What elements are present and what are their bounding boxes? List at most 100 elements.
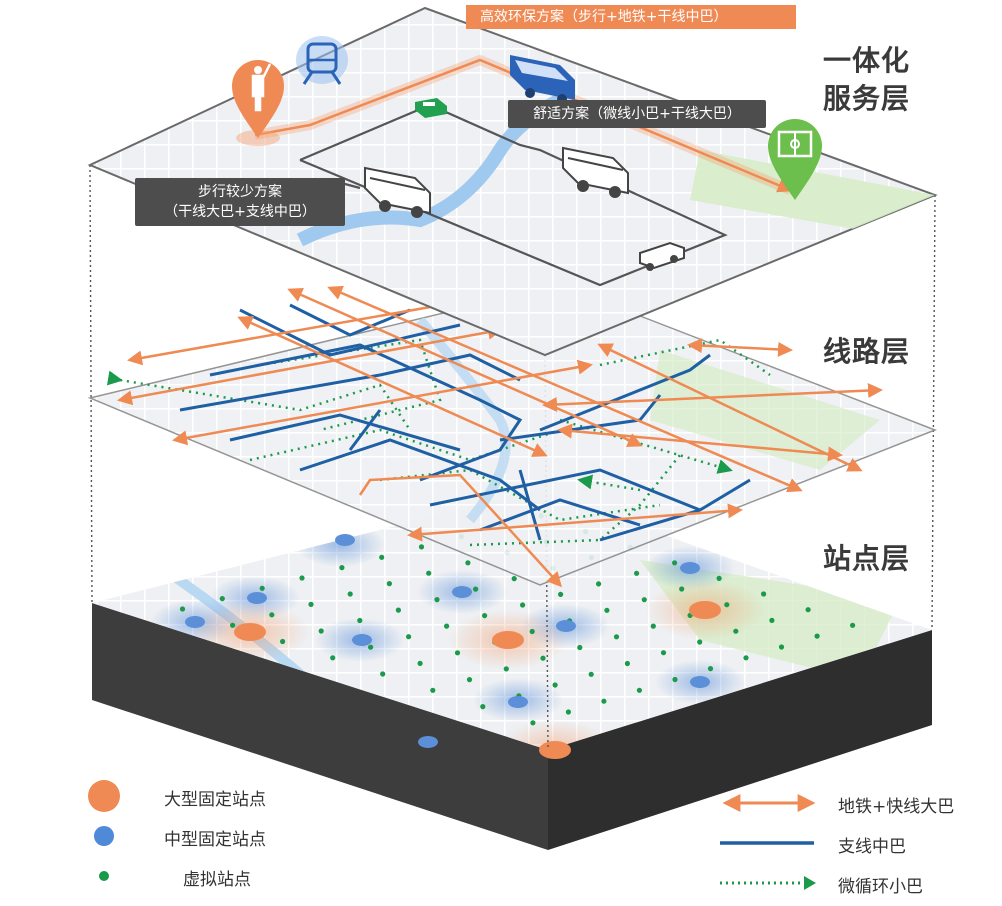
virtual-station-dot: [434, 597, 440, 603]
virtual-station-dot: [724, 602, 730, 608]
virtual-station-dot: [641, 597, 647, 603]
virtual-station-dot: [613, 634, 620, 640]
virtual-station-dot: [230, 622, 236, 628]
virtual-station-dot: [604, 607, 610, 613]
station-layer: [92, 490, 932, 850]
virtual-station-dot: [386, 581, 392, 587]
virtual-station-dot: [707, 666, 714, 672]
virtual-station-dot: [778, 644, 785, 650]
bus-icon: [364, 166, 431, 218]
route-layer-label: 线路层: [823, 335, 911, 368]
virtual-station-dot: [529, 628, 535, 635]
legend-virtual-station: 虚拟站点: [183, 870, 251, 890]
virtual-station-dot: [716, 575, 722, 582]
virtual-station-dot: [761, 591, 767, 597]
legend-virtual-station-marker: [99, 871, 109, 881]
virtual-station-dot: [430, 687, 436, 693]
person-pin-icon: [232, 60, 284, 146]
virtual-station-dot: [259, 585, 265, 591]
virtual-station-dot: [299, 575, 305, 581]
metro-express-routes: [117, 285, 883, 588]
virtual-station-dot: [636, 687, 643, 693]
legend-symbols: [88, 780, 816, 890]
virtual-station-dot: [418, 544, 425, 550]
virtual-station-dot: [368, 644, 374, 650]
route-layer: [87, 284, 938, 588]
virtual-station-dot: [379, 554, 385, 560]
service-layer-label: 一体化 服务层: [823, 44, 911, 115]
legend-medium-station-marker: [94, 826, 114, 846]
virtual-station-dot: [805, 607, 811, 613]
legend-metro-express: 地铁+快线大巴: [838, 797, 955, 817]
large-stations: [234, 601, 721, 759]
legend-medium-station: 中型固定站点: [164, 830, 266, 850]
service-layer: [87, 6, 938, 357]
virtual-station-dot: [577, 644, 583, 651]
virtual-station-dot: [454, 650, 461, 656]
virtual-station-dot: [406, 634, 412, 640]
virtual-station-dot: [558, 591, 564, 598]
station-layer-label: 站点层: [823, 542, 911, 575]
virtual-station-dot: [465, 560, 471, 566]
legend-large-station: 大型固定站点: [164, 790, 266, 810]
virtual-station-dot: [482, 613, 488, 619]
virtual-station-dot: [565, 709, 572, 715]
virtual-station-dot: [308, 601, 314, 608]
virtual-station-dot: [339, 565, 345, 571]
virtual-station-dot: [280, 638, 286, 645]
virtual-station-dot: [733, 628, 739, 634]
virtual-station-dot: [672, 560, 678, 566]
virtual-station-dot: [318, 628, 324, 634]
legend-branch-bus: 支线中巴: [838, 837, 906, 857]
virtual-station-dot: [179, 606, 186, 612]
less-walk-plan-title: 步行较少方案: [198, 184, 282, 200]
virtual-station-dot: [601, 698, 607, 704]
efficient-plan-callout: 高效环保方案（步行+地铁+干线中巴）: [466, 5, 796, 29]
virtual-station-dot: [530, 720, 536, 726]
train-icon: [296, 36, 348, 85]
virtual-station-dot: [473, 586, 479, 592]
virtual-station-dot: [269, 612, 275, 618]
less-walk-plan-detail: （干线大巴+支线中巴）: [164, 204, 316, 220]
virtual-station-dot: [444, 623, 450, 629]
virtual-station-dot: [466, 677, 473, 683]
virtual-station-dot: [552, 682, 558, 688]
virtual-station-dot: [520, 602, 526, 608]
virtual-station-dot: [596, 581, 602, 587]
virtual-station-dot: [634, 570, 640, 576]
virtual-station-dot: [395, 607, 401, 613]
stadium-pin-icon: [768, 119, 822, 200]
virtual-station-dot: [679, 586, 685, 592]
virtual-station-dot: [511, 576, 517, 582]
medium-stations: [185, 534, 710, 748]
comfort-plan-callout: 舒适方案（微线小巴+干线大巴）: [508, 100, 766, 128]
virtual-station-dot: [503, 666, 509, 672]
virtual-station-dot: [850, 622, 856, 628]
virtual-station-dot: [347, 591, 353, 597]
virtual-station-dot: [219, 596, 225, 602]
virtual-station-dot: [660, 650, 667, 656]
legend-micro-loop: 微循环小巴: [838, 877, 923, 897]
virtual-station-dot: [417, 660, 423, 667]
bus-icon: [562, 146, 629, 198]
virtual-station-dot: [650, 623, 656, 629]
virtual-station-dot: [624, 660, 631, 667]
virtual-station-dot: [697, 639, 703, 645]
virtual-station-dot: [672, 676, 678, 683]
virtual-station-dot: [426, 570, 432, 576]
bus-icon: [639, 241, 685, 271]
virtual-station-dot: [480, 704, 486, 710]
virtual-station-dot: [380, 671, 386, 677]
slab-side-right: [548, 630, 932, 850]
legend-large-station-marker: [88, 780, 120, 812]
less-walk-plan-callout: 步行较少方案 （干线大巴+支线中巴）: [135, 178, 345, 226]
taxi-icon: [415, 98, 447, 118]
virtual-station-dot: [330, 655, 336, 661]
virtual-station-dot: [588, 671, 594, 677]
bus-icon: [510, 55, 575, 104]
virtual-station-dot: [540, 655, 546, 661]
virtual-station-dot: [814, 633, 820, 639]
virtual-station-dot: [357, 617, 363, 624]
